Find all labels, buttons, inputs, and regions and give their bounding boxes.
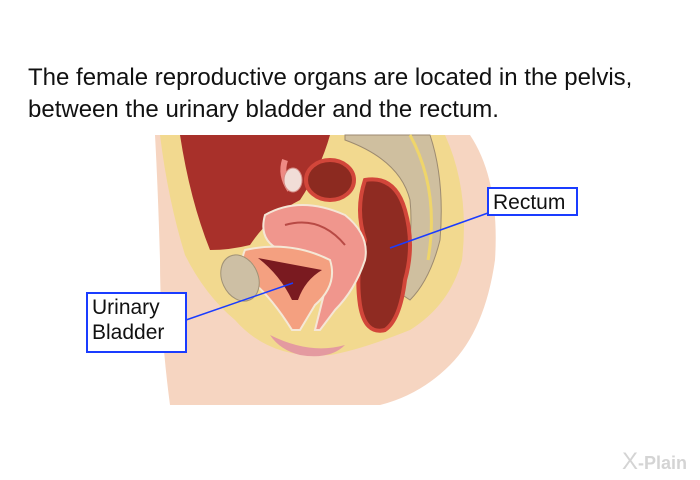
x-plain-logo-mark: X <box>622 448 639 475</box>
spinal-nerves <box>408 134 433 261</box>
caption-text: The female reproductive organs are locat… <box>28 64 633 123</box>
vulva <box>270 335 345 357</box>
urinary-bladder-label-line1: Urinary <box>92 296 160 319</box>
rectum-leader-line <box>389 212 489 249</box>
pubic-bone <box>220 254 260 302</box>
abdominal-cavity <box>180 135 330 250</box>
bladder-lumen <box>258 258 322 300</box>
rectum-label-text: Rectum <box>493 191 566 214</box>
urinary-bladder-label: Urinary Bladder <box>86 292 187 353</box>
sigmoid-colon <box>304 158 356 202</box>
x-plain-logo-text: -Plain <box>638 453 688 473</box>
uterine-cavity <box>284 221 346 246</box>
ovary <box>283 167 303 193</box>
urinary-bladder-label-line2: Bladder <box>92 321 165 344</box>
x-plain-logo: X-Plain <box>622 448 687 476</box>
rectum-label: Rectum <box>487 187 578 216</box>
bladder-leader-line <box>185 282 294 321</box>
